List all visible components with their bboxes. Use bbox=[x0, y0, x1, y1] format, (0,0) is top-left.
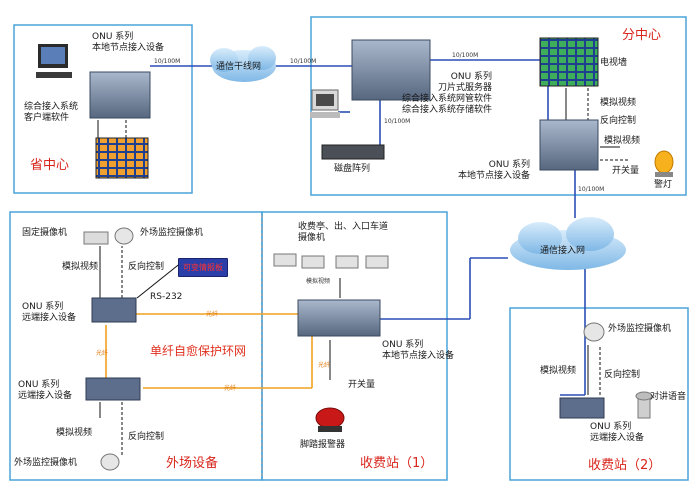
branch-center-box bbox=[310, 16, 687, 196]
backbone-label: 通信干线网 bbox=[216, 62, 262, 72]
toll2-analog-video: 模拟视频 bbox=[540, 366, 577, 376]
lane-cameras-icon bbox=[273, 253, 389, 269]
branch-speed-server: 10/100M bbox=[452, 52, 479, 59]
fiber-label-1: 光纤 bbox=[206, 311, 219, 318]
branch-tvwall bbox=[539, 37, 599, 87]
field-analog-video: 模拟视频 bbox=[62, 262, 99, 272]
province-client-label: 综合接入系统 客户端软件 bbox=[24, 102, 79, 123]
foot-alarm-icon bbox=[315, 407, 345, 432]
toll1-switch-qty: 开关量 bbox=[348, 380, 376, 390]
backbone-speed-label: 10/100M bbox=[290, 58, 317, 65]
ext-camera-top-icon bbox=[114, 227, 134, 245]
toll2-reverse-control: 反向控制 bbox=[604, 370, 641, 380]
toll1-onu-label: ONU 系列 本地节点接入设备 bbox=[382, 340, 455, 361]
province-onu-device bbox=[89, 71, 151, 119]
toll2-onu-device bbox=[559, 397, 605, 419]
lane-cameras-label: 收费亭、出、入口车道 摄像机 bbox=[298, 222, 389, 243]
info-board-sign: 可变情报板 bbox=[178, 258, 228, 277]
admin-computer-icon bbox=[310, 89, 340, 118]
fiber-label-3: 光纤 bbox=[318, 362, 331, 369]
branch-region-label: 分中心 bbox=[622, 28, 662, 43]
fiber-label-2: 光纤 bbox=[96, 350, 109, 357]
province-speed-label: 10/100M bbox=[154, 58, 181, 65]
branch-speed-disk: 10/100M bbox=[384, 118, 411, 125]
client-computer-icon bbox=[36, 44, 72, 78]
province-tvwall bbox=[95, 137, 149, 179]
toll1-analog-video: 模拟视频 bbox=[306, 278, 331, 285]
branch-switch-qty: 开关量 bbox=[612, 166, 640, 176]
intercom-label: 对讲语音 bbox=[650, 392, 687, 402]
tvwall-label: 电视墙 bbox=[600, 58, 628, 68]
branch-speed-uplink: 10/100M bbox=[578, 186, 605, 193]
intercom-icon bbox=[635, 391, 653, 419]
branch-analog-video: 模拟视频 bbox=[600, 98, 637, 108]
toll-station1-box bbox=[261, 211, 448, 481]
alarm-light-icon bbox=[654, 150, 674, 177]
fixed-camera-label: 固定摄像机 bbox=[22, 228, 68, 238]
toll2-region-label: 收费站（2） bbox=[588, 458, 662, 473]
disk-array-label: 磁盘阵列 bbox=[334, 164, 371, 174]
field-reverse-control-bottom: 反向控制 bbox=[128, 432, 165, 442]
toll2-camera-label: 外场监控摄像机 bbox=[608, 324, 672, 334]
toll2-onu-label: ONU 系列 远端接入设备 bbox=[590, 422, 645, 443]
field-analog-video-bottom: 模拟视频 bbox=[56, 428, 93, 438]
access-cloud bbox=[510, 217, 626, 270]
field-onu2-label: ONU 系列 远端接入设备 bbox=[18, 380, 73, 401]
toll-station2-box bbox=[509, 307, 689, 481]
ext-camera-bottom-icon bbox=[100, 453, 120, 471]
field-onu1 bbox=[91, 297, 137, 323]
field-region-label: 外场设备 bbox=[166, 456, 219, 471]
branch-reverse-control: 反向控制 bbox=[600, 116, 637, 126]
province-onu-label: ONU 系列 本地节点接入设备 bbox=[92, 32, 165, 53]
toll1-onu-device bbox=[297, 299, 381, 337]
fiber-label-4: 光纤 bbox=[224, 385, 237, 392]
ring-network-label: 单纤自愈保护环网 bbox=[150, 344, 247, 358]
branch-analog-video2: 模拟视频 bbox=[604, 136, 641, 146]
blade-server bbox=[351, 39, 431, 101]
signal-arrows bbox=[97, 88, 630, 455]
province-center-box bbox=[13, 24, 193, 194]
rs232-label: RS-232 bbox=[150, 292, 183, 302]
fixed-camera-icon bbox=[83, 231, 109, 245]
foot-alarm-label: 脚踏报警器 bbox=[300, 440, 346, 450]
branch-onu-device bbox=[539, 119, 599, 171]
branch-onu-label: ONU 系列 本地节点接入设备 bbox=[458, 160, 531, 181]
alarm-light-label: 警灯 bbox=[654, 180, 673, 190]
field-onu1-label: ONU 系列 远端接入设备 bbox=[22, 302, 77, 323]
toll2-camera-icon bbox=[583, 322, 605, 342]
backbone-cloud bbox=[210, 46, 276, 82]
access-network-label: 通信接入网 bbox=[540, 246, 586, 256]
disk-array bbox=[321, 144, 385, 160]
province-region-label: 省中心 bbox=[30, 158, 70, 173]
ext-camera-top-label: 外场监控摄像机 bbox=[140, 228, 204, 238]
fiber-ring bbox=[105, 313, 313, 389]
field-onu2 bbox=[85, 377, 141, 401]
toll1-region-label: 收费站（1） bbox=[360, 456, 434, 471]
field-reverse-control: 反向控制 bbox=[128, 262, 165, 272]
blade-server-label: ONU 系列 刀片式服务器 综合接入系统网管软件 综合接入系统存储软件 bbox=[402, 72, 493, 115]
ext-camera-bottom-label: 外场监控摄像机 bbox=[14, 458, 78, 468]
